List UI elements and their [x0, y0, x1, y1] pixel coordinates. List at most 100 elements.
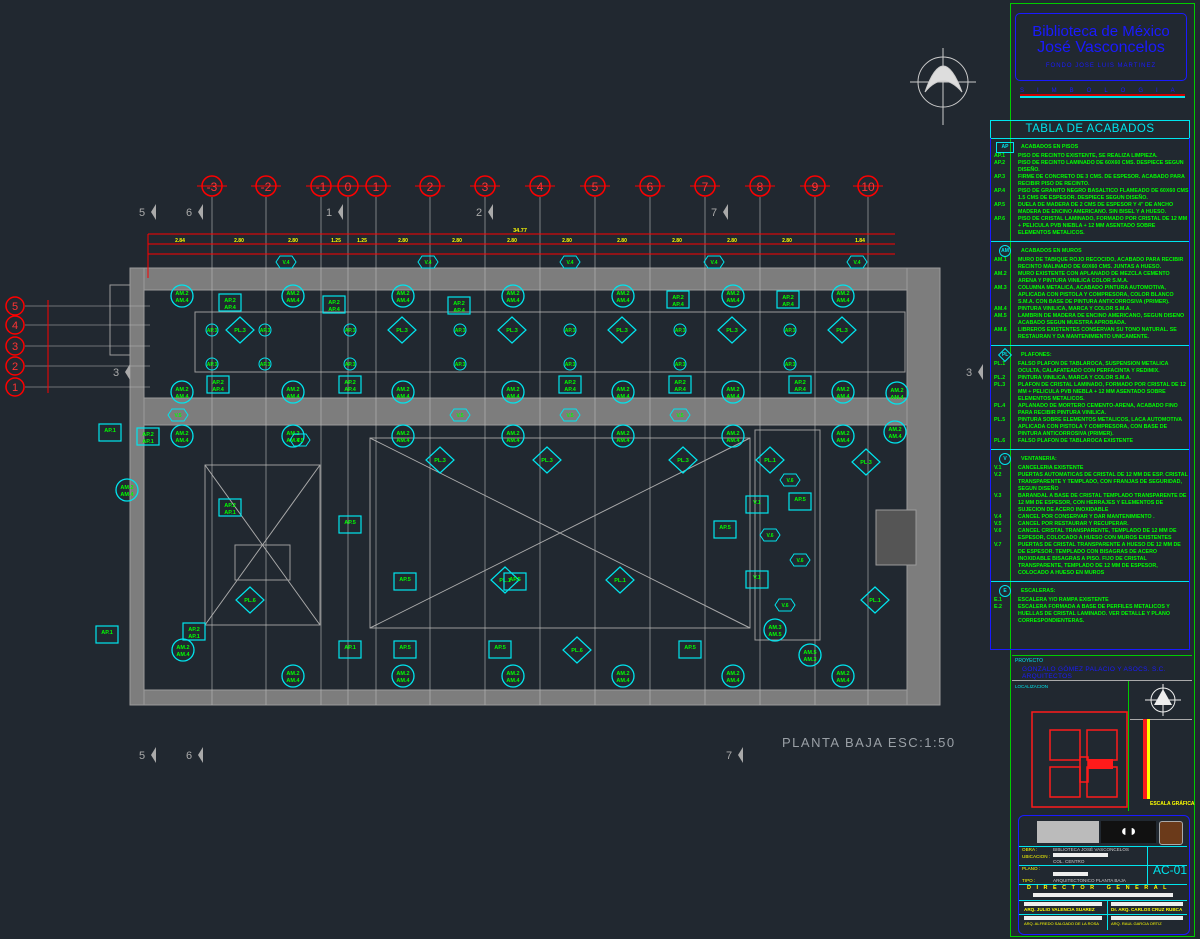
finish-description: PISO DE RECINTO LAMINADO DE 60X60 CMS. D…: [1018, 160, 1184, 173]
dimension-label: 2.80: [234, 238, 244, 244]
floor-finish-tag-small: [258, 323, 272, 337]
tag-label: AP.3: [345, 362, 356, 368]
central-wall: [143, 397, 908, 426]
finish-description: COLUMNA METALICA, ACABADO PINTURA AUTOMO…: [1018, 285, 1174, 305]
tag-label: AM.4: [616, 394, 630, 400]
section-mark-icon: [338, 204, 343, 220]
tag-label: AM.2: [286, 291, 299, 297]
tag-label: PL.3: [434, 458, 446, 464]
wall-finish-tag: [721, 380, 745, 404]
finish-description: DUELA DE MADERA DE 2 CMS DE ESPESOR Y 4"…: [1018, 202, 1174, 215]
tag-label: V.6: [766, 533, 773, 539]
finish-code: AP.6: [994, 216, 1006, 222]
finish-code: V.2: [994, 472, 1002, 478]
director-general-label: DIRECTOR GENERAL: [1027, 885, 1173, 891]
finish-code: AP.3: [994, 174, 1006, 180]
finishes-table-title: TABLA DE ACABADOS: [990, 120, 1190, 139]
dimension-label: 2.80: [288, 238, 298, 244]
wall-finish-tag: [281, 424, 305, 448]
tag-label: AP.3: [785, 328, 796, 334]
floor-finish-tag: [98, 423, 122, 442]
tag-label: AM.4: [616, 438, 630, 444]
finish-description: PLAFON DE CRISTAL LAMINADO, FORMADO POR …: [1018, 382, 1186, 402]
floor-finish-tag: [666, 290, 690, 309]
obra-value: BIBLIOTECA JOSÉ VASCONCELOS: [1053, 847, 1129, 852]
finish-description: APLANADO DE MORTERO CEMENTO-ARENA, ACABA…: [1018, 403, 1178, 416]
tag-label: AM.2: [286, 387, 299, 393]
finish-code: AM.4: [994, 306, 1007, 312]
tag-label: AM.5: [803, 650, 816, 656]
wall-finish-tag: [281, 664, 305, 688]
tag-label: V.6: [781, 603, 788, 609]
section-mark-label: 7: [711, 207, 717, 219]
finish-description: PUERTAS AUTOMATICAS DE CRISTAL DE 12 MM …: [1018, 472, 1188, 492]
section-mark-icon: [738, 747, 743, 763]
wall-finish-tag: [391, 664, 415, 688]
tag-label: AM.3: [768, 625, 781, 631]
simbologia-heading: SIMBOLOGIA: [1020, 88, 1188, 96]
finish-code: PL.5: [994, 417, 1006, 423]
finish-code: AM.1: [994, 257, 1007, 263]
grid-label-top: 9: [812, 180, 819, 194]
finish-code: V.4: [994, 514, 1002, 520]
ubicacion-value: COL. CENTRO: [1053, 859, 1085, 864]
floor-finish-tag: [136, 427, 160, 446]
tag-label: AP.3: [565, 328, 576, 334]
tag-label: AM.2: [726, 671, 739, 677]
interior-lines: [109, 284, 906, 641]
window-tag: [559, 408, 581, 422]
wall-finish-tag: [883, 420, 907, 444]
tag-label: AP.3: [455, 362, 466, 368]
section-mark-label: 6: [186, 207, 192, 219]
finish-code: V.1: [994, 465, 1002, 471]
floor-finish-tag-small: [205, 323, 219, 337]
floor-finish-tag: [218, 293, 242, 312]
tag-label: AP.3: [785, 362, 796, 368]
grid-bubble: [5, 377, 25, 397]
wall-finish-tag: [831, 284, 855, 308]
wall-finish-tag: [611, 380, 635, 404]
grid-label-top: -3: [207, 180, 218, 194]
finish-code: AP.2: [994, 160, 1006, 166]
section-symbol-icon: AP: [996, 141, 1014, 153]
tag-label: AM.4: [726, 678, 740, 684]
wall-finish-tag: [115, 478, 139, 502]
tag-label: PL.3: [726, 328, 738, 334]
tipo-value: ARQUITECTONICO PLANTA BAJA: [1053, 878, 1126, 883]
wall-finish-tag: [170, 380, 194, 404]
wall-finish-tag: [501, 664, 525, 688]
window-tag: [846, 255, 868, 269]
total-dimension: 34.77: [513, 228, 527, 234]
finish-description: CANCELERIA EXISTENTE: [1018, 465, 1084, 471]
cnca-logo: ◖◗: [1101, 821, 1156, 843]
finish-item: AM.1 MURO DE TABIQUE ROJO RECOCIDO, ACABA…: [991, 257, 1189, 271]
floor-finish-tag: [393, 572, 417, 591]
window-tag: [789, 553, 811, 567]
wall-finish-tag: [721, 664, 745, 688]
section-mark-icon: [198, 204, 203, 220]
grid-bubble: [5, 296, 25, 316]
finish-item: V.1 CANCELERIA EXISTENTE: [991, 465, 1189, 472]
floor-finish-tag: [338, 640, 362, 659]
tag-label: AM.4: [506, 298, 520, 304]
floor-finish-tag: [95, 625, 119, 644]
finish-description: FALSO PLAFON DE TABLAROCA, SUSPENSION ME…: [1018, 361, 1169, 374]
tag-label: AP.3: [207, 362, 218, 368]
finish-code: AM.2: [994, 271, 1007, 277]
tag-label: AP.3: [207, 328, 218, 334]
finish-code: V.6: [994, 528, 1002, 534]
tag-label: AM.2: [616, 431, 629, 437]
finish-description: PUERTAS DE CRISTAL TRANSPARENTE A HUESO …: [1018, 542, 1181, 576]
tag-label: AM.4: [836, 298, 850, 304]
grid-bubble: [5, 356, 25, 376]
ceiling-finish-tag: [425, 446, 455, 474]
wall-finish-tag: [831, 380, 855, 404]
finish-description: MURO DE TABIQUE ROJO RECOCIDO, ACABADO P…: [1018, 257, 1184, 270]
floor-finish-tag-small: [563, 357, 577, 371]
tag-label: AP.1: [344, 645, 356, 651]
tag-label: AP.3: [565, 362, 576, 368]
ceiling-finish-tag: [235, 586, 265, 614]
tag-label: AM.4: [176, 652, 190, 658]
